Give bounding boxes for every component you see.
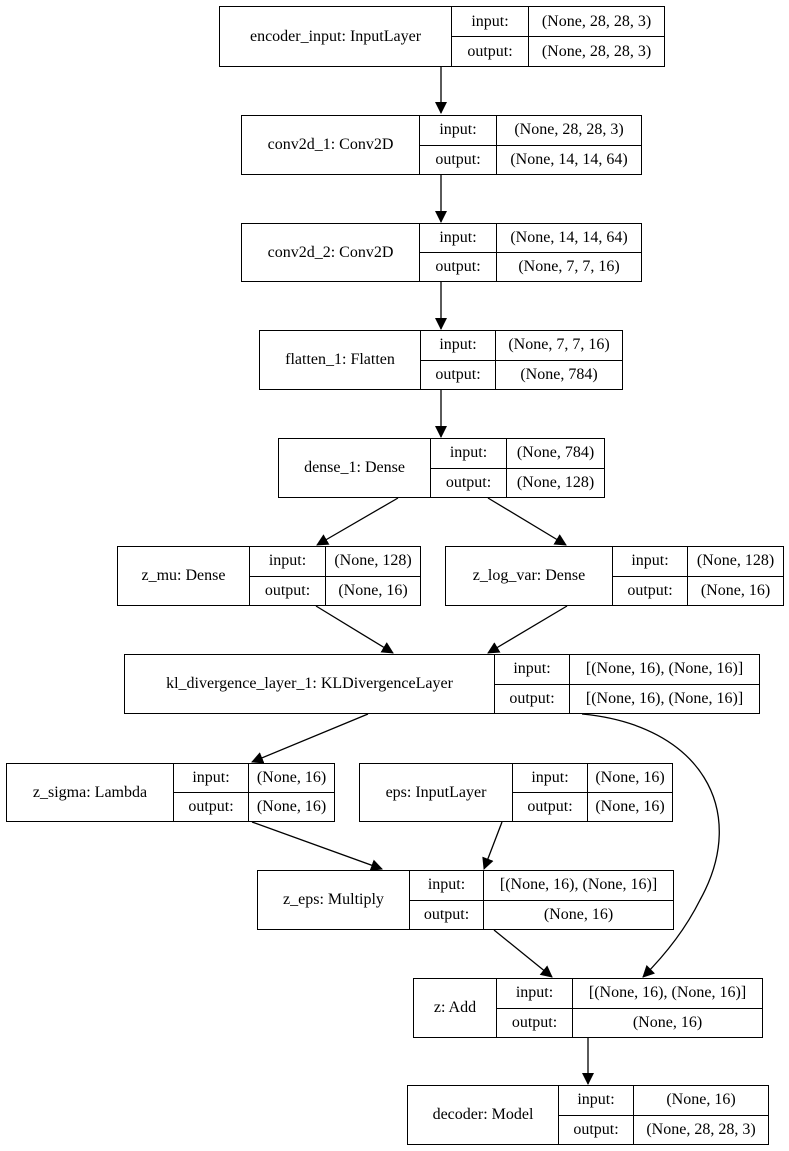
node-eps: eps: InputLayer input: output: (None, 16… [359, 763, 673, 822]
input-shape: (None, 16) [249, 764, 334, 793]
input-shape: (None, 7, 7, 16) [496, 331, 622, 361]
input-label: input: [420, 224, 496, 253]
node-name: conv2d_1: Conv2D [242, 116, 420, 174]
output-shape: (None, 28, 28, 3) [646, 1120, 756, 1138]
edge-dense_1-z_log_var [487, 497, 567, 546]
input-label: input: [420, 116, 496, 146]
input-shape: (None, 16) [588, 764, 672, 793]
node-name: eps: InputLayer [360, 764, 513, 821]
output-shape: (None, 16) [338, 581, 408, 599]
node-z-mu: z_mu: Dense input: output: (None, 128) (… [117, 546, 421, 606]
output-label: output: [264, 581, 311, 599]
node-name: z: Add [414, 979, 497, 1037]
node-z-log-var: z_log_var: Dense input: output: (None, 1… [445, 546, 784, 606]
output-shape: (None, 128) [516, 473, 595, 491]
output-shape: (None, 28, 28, 3) [541, 42, 652, 60]
node-name: z_eps: Multiply [258, 871, 410, 929]
input-label: input: [410, 871, 483, 901]
node-name: z_mu: Dense [118, 547, 250, 605]
edge-dense_1-z_mu [316, 497, 399, 546]
input-shape: [(None, 16), (None, 16)] [484, 871, 673, 901]
node-name: decoder: Model [408, 1086, 559, 1144]
input-shape: (None, 28, 28, 3) [497, 116, 641, 146]
output-shape: (None, 14, 14, 64) [510, 150, 628, 168]
edge-z_mu-kl [315, 605, 394, 654]
input-shape: [(None, 16), (None, 16)] [570, 655, 759, 685]
output-shape: (None, 16) [632, 1013, 703, 1031]
input-shape: (None, 28, 28, 3) [529, 7, 664, 37]
output-label: output: [423, 905, 470, 923]
input-label: input: [495, 655, 569, 685]
node-decoder: decoder: Model input: output: (None, 16)… [407, 1085, 769, 1145]
node-name: flatten_1: Flatten [260, 331, 421, 389]
input-label: input: [513, 764, 587, 793]
input-label: input: [431, 439, 506, 469]
node-dense-1: dense_1: Dense input: output: (None, 784… [278, 438, 605, 498]
output-label: output: [445, 473, 492, 491]
output-label: output: [509, 689, 555, 707]
edge-kl-z_sigma [251, 713, 369, 764]
input-label: input: [174, 764, 248, 793]
output-label: output: [435, 365, 481, 383]
node-name: dense_1: Dense [279, 439, 431, 497]
input-shape: (None, 16) [634, 1086, 768, 1116]
output-label: output: [188, 798, 234, 815]
edge-eps-z_eps [482, 821, 503, 870]
input-label: input: [452, 7, 528, 37]
input-shape: (None, 128) [326, 547, 420, 577]
output-shape: (None, 7, 7, 16) [518, 258, 620, 275]
output-label: output: [573, 1120, 619, 1138]
node-name: z_log_var: Dense [446, 547, 613, 605]
node-conv2d-2: conv2d_2: Conv2D input: output: (None, 1… [241, 223, 642, 282]
node-encoder-input: encoder_input: InputLayer input: output:… [219, 6, 665, 67]
input-shape: [(None, 16), (None, 16)] [573, 979, 762, 1009]
input-label: input: [250, 547, 325, 577]
input-shape: (None, 784) [507, 439, 604, 469]
output-shape: (None, 16) [543, 905, 614, 923]
output-label: output: [435, 258, 481, 275]
input-shape: (None, 14, 14, 64) [497, 224, 641, 253]
output-shape: [(None, 16), (None, 16)] [585, 689, 744, 707]
output-label: output: [467, 42, 513, 60]
node-z-sigma: z_sigma: Lambda input: output: (None, 16… [6, 763, 335, 822]
edge-kl-z [581, 713, 720, 978]
node-name: z_sigma: Lambda [7, 764, 174, 821]
edge-z_log_var-kl [487, 605, 568, 654]
node-name: encoder_input: InputLayer [220, 7, 452, 66]
output-shape: (None, 16) [595, 798, 665, 815]
output-label: output: [527, 798, 573, 815]
edge-z_eps-z [493, 929, 553, 978]
node-name: conv2d_2: Conv2D [242, 224, 420, 281]
output-label: output: [435, 150, 481, 168]
input-label: input: [421, 331, 495, 361]
output-label: output: [627, 581, 673, 599]
output-shape: (None, 16) [256, 798, 327, 815]
input-label: input: [613, 547, 687, 577]
node-kl-divergence-layer: kl_divergence_layer_1: KLDivergenceLayer… [124, 654, 760, 714]
node-z-eps: z_eps: Multiply input: output: [(None, 1… [257, 870, 674, 930]
input-shape: (None, 128) [688, 547, 783, 577]
edge-z_sigma-z_eps [251, 821, 383, 871]
input-label: input: [559, 1086, 633, 1116]
node-name: kl_divergence_layer_1: KLDivergenceLayer [125, 655, 495, 713]
output-shape: (None, 16) [700, 581, 771, 599]
output-label: output: [511, 1013, 558, 1031]
input-label: input: [497, 979, 572, 1009]
output-shape: (None, 784) [520, 365, 598, 383]
node-z: z: Add input: output: [(None, 16), (None… [413, 978, 763, 1038]
node-flatten-1: flatten_1: Flatten input: output: (None,… [259, 330, 623, 390]
node-conv2d-1: conv2d_1: Conv2D input: output: (None, 2… [241, 115, 642, 175]
